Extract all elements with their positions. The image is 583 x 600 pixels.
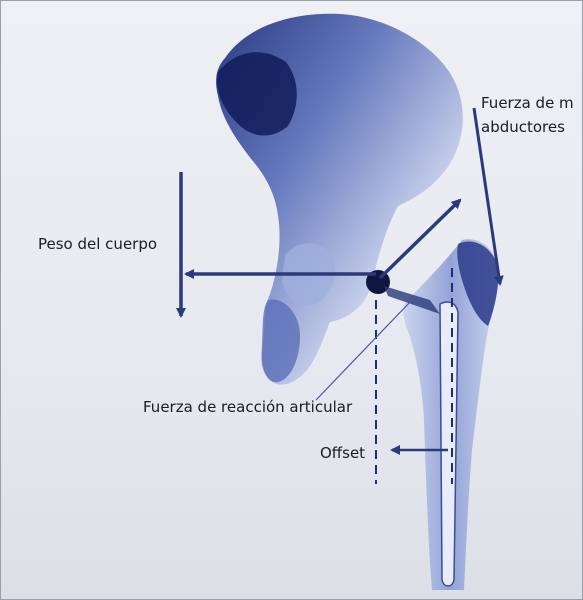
- fuerza-musculos-label: Fuerza de m: [481, 94, 574, 112]
- peso-del-cuerpo-label: Peso del cuerpo: [38, 235, 157, 253]
- offset-label: Offset: [320, 444, 365, 462]
- abductores-label: abductores: [481, 118, 565, 136]
- fuerza-reaccion-label: Fuerza de reacción articular: [143, 398, 352, 416]
